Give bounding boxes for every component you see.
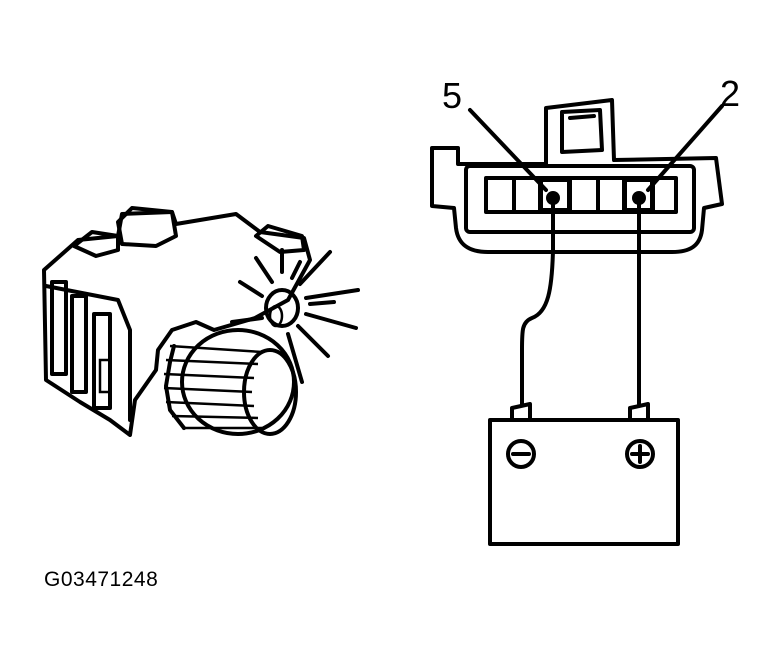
battery-terminal-negative: [510, 402, 532, 422]
leader-line-pin-5: [468, 108, 548, 192]
switch-top-tab-right: [254, 224, 306, 254]
battery-negative-symbol: [506, 439, 536, 469]
battery-icon: [488, 402, 680, 546]
battery-terminal-positive: [628, 402, 650, 422]
switch-slot-2: [70, 294, 88, 394]
pin-label-2: 2: [720, 73, 740, 114]
wire-negative: [520, 202, 555, 406]
connector-inner-frame: [464, 164, 696, 234]
light-glow-icon: [230, 248, 360, 384]
battery-case: [488, 418, 680, 546]
switch-front-edge: [44, 284, 132, 422]
pin-label-5: 5: [442, 75, 462, 116]
switch-slot-window: [98, 358, 112, 394]
switch-assembly: [42, 206, 360, 437]
leader-line-pin-2: [646, 104, 724, 192]
figure-code: G03471248: [44, 568, 159, 591]
connector-latch: [560, 108, 604, 154]
connector-pin-row: [484, 176, 678, 214]
connector-icon: [430, 98, 724, 254]
switch-top-tab-center: [116, 206, 178, 248]
connector-housing: [430, 98, 724, 254]
switch-top-tab-left: [72, 230, 120, 258]
switch-slot-1: [50, 280, 68, 376]
battery-positive-symbol: [625, 439, 655, 469]
switch-knob-icon[interactable]: [163, 328, 298, 436]
